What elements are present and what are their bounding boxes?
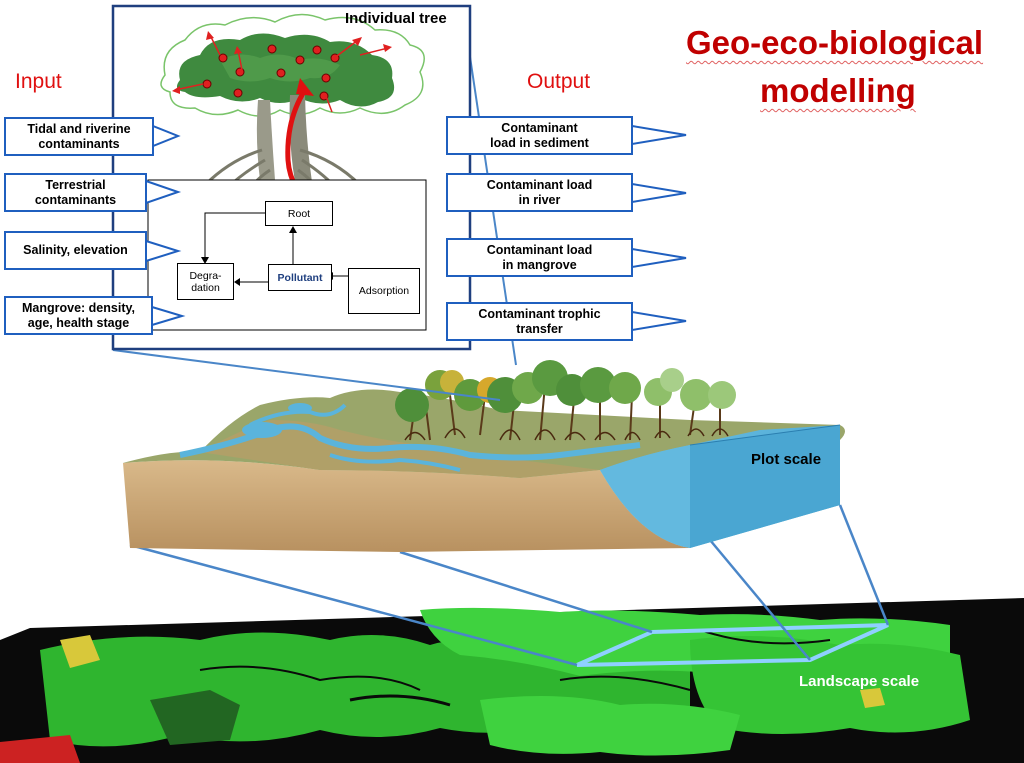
input-box-mangrove: Mangrove: density,age, health stage [4,296,153,335]
plot-mangrove-trees [395,360,736,441]
output-box-line: load in sediment [490,135,589,150]
output-box-line: Contaminant load [486,242,593,257]
input-box-line: Salinity, elevation [23,243,128,257]
flow-node-degradation-line: dation [191,281,220,294]
input-box-line: contaminants [38,136,120,151]
output-box-line: in mangrove [502,257,577,272]
title-line-1: Geo-eco-biological [686,24,984,61]
flow-node-root: Root [265,201,333,226]
input-box-line: Tidal and riverine [27,121,131,136]
output-box-line: in river [518,192,561,207]
landscape-scale-label: Landscape scale [799,673,920,690]
plot-scale-block [123,389,845,552]
input-arrows [145,124,186,327]
output-box-line: transfer [516,321,563,336]
input-box-line: age, health stage [27,315,130,330]
output-box-line: Contaminant load [486,177,593,192]
input-box-line: Mangrove: density, [22,300,135,315]
output-box-line: Contaminant trophic [478,306,601,321]
flow-arrows [204,212,348,283]
flow-node-degradation: Degra-dation [177,263,234,300]
input-box-line: Terrestrial [45,177,106,192]
flow-node-adsorption: Adsorption [348,268,420,314]
input-box-salinity-elevation: Salinity, elevation [4,231,147,270]
output-box-line: Contaminant [501,120,578,135]
input-box-line: contaminants [34,192,117,207]
flow-node-degradation-line: Degra- [189,269,222,282]
individual-tree-label: Individual tree [345,10,447,27]
tree-illustration [160,13,425,217]
plot-to-landscape-connectors [129,504,890,667]
output-arrows [631,124,687,332]
title-line-2: modelling [760,72,916,109]
output-heading: Output [527,70,591,93]
flow-node-pollutant: Pollutant [268,264,332,291]
plot-scale-label: Plot scale [751,451,822,468]
input-heading: Input [15,70,62,93]
